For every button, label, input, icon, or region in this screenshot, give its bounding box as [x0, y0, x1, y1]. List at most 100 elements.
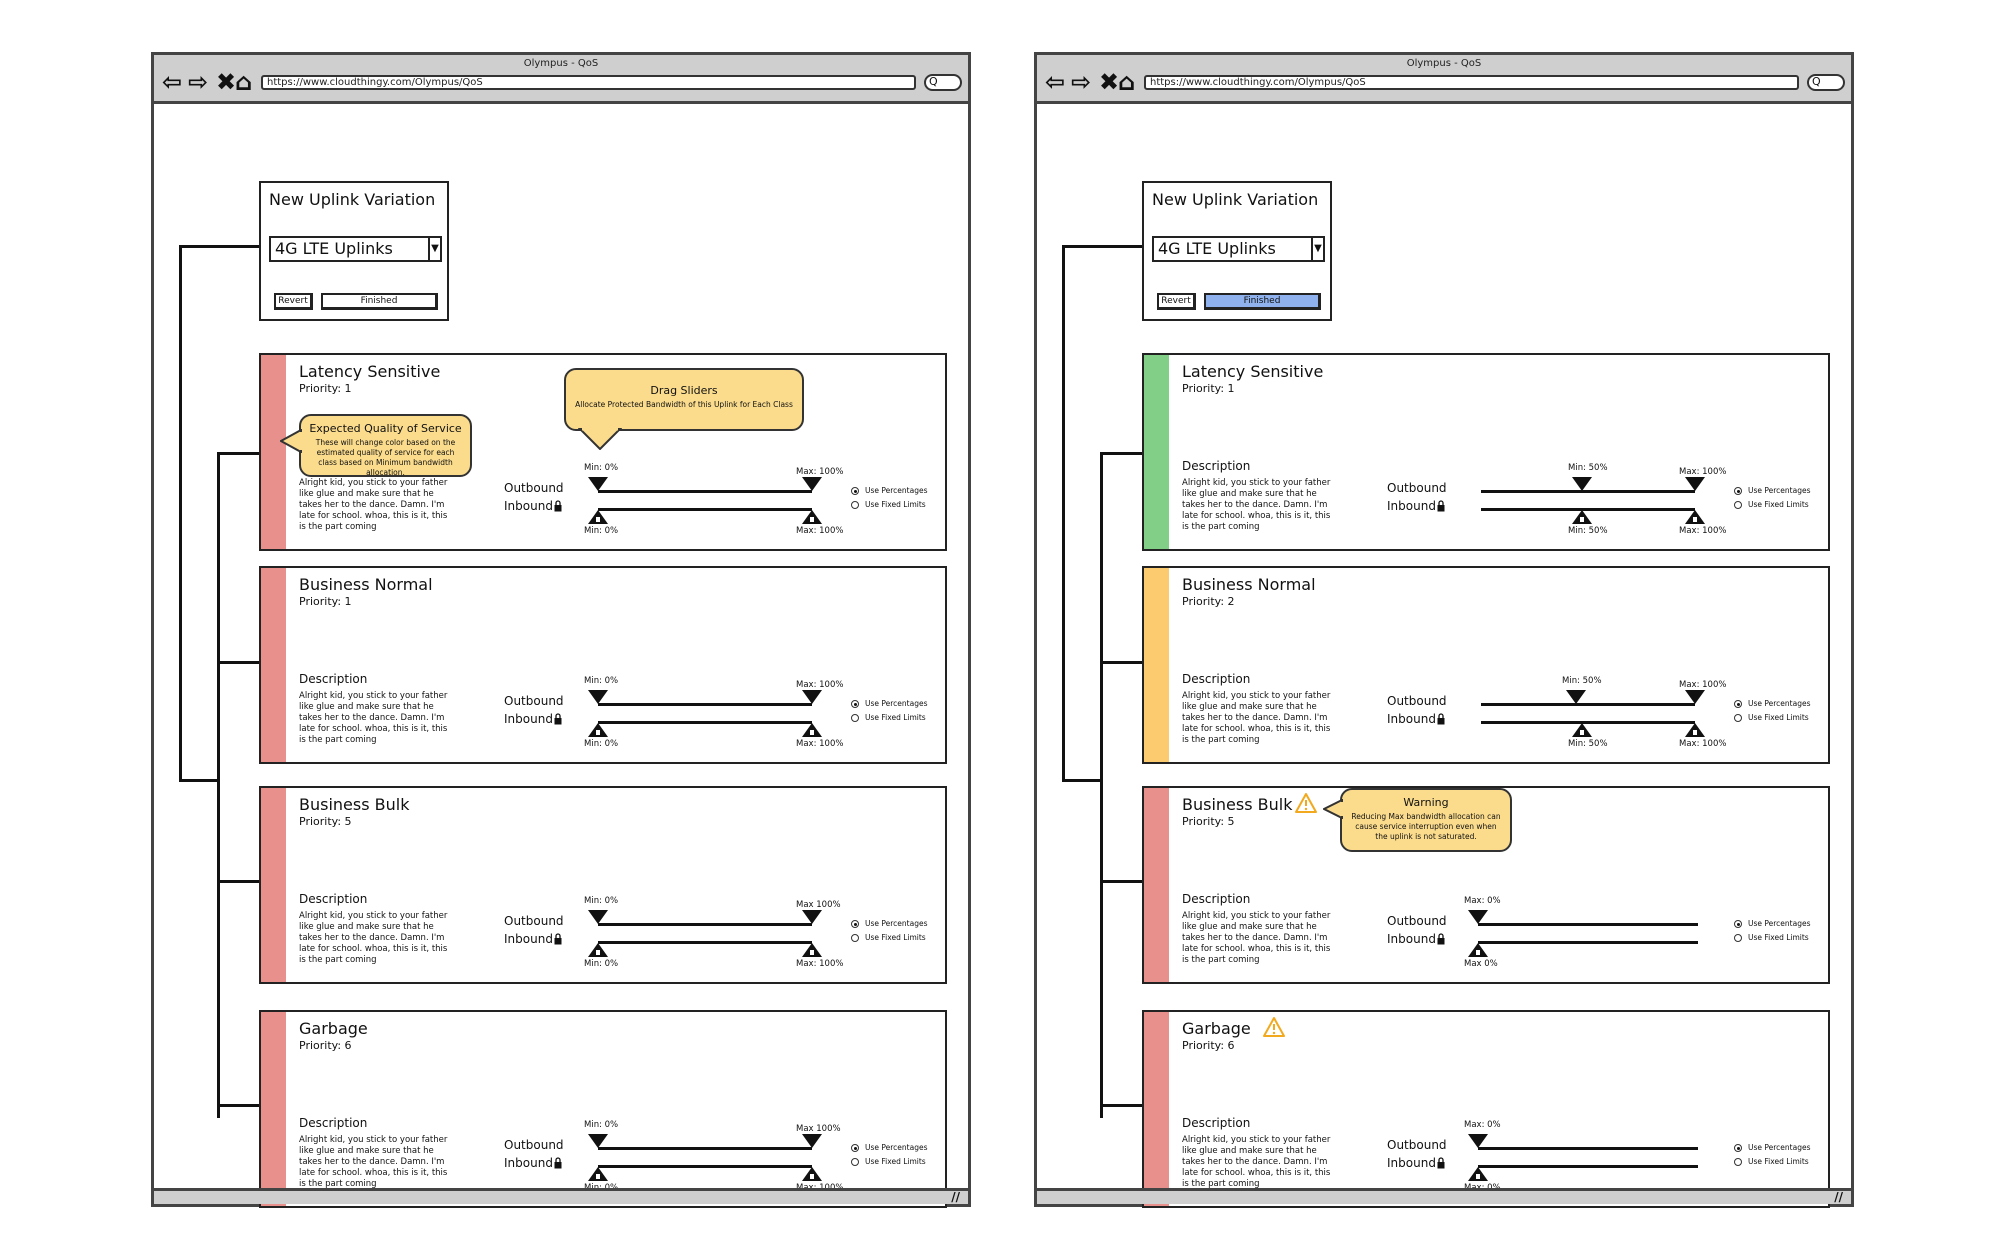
- outbound-min-handle[interactable]: [588, 1134, 608, 1148]
- outbound-slider-track[interactable]: [1478, 1147, 1698, 1150]
- url-bar[interactable]: https://www.cloudthingy.com/Olympus/QoS: [261, 75, 916, 90]
- outbound-min-handle[interactable]: [588, 690, 608, 704]
- outbound-min-handle[interactable]: [1566, 690, 1586, 704]
- forward-arrow-icon[interactable]: ⇨: [188, 68, 209, 96]
- outbound-max-handle[interactable]: [1468, 910, 1488, 924]
- outbound-min-handle[interactable]: [1572, 477, 1592, 491]
- use-fixed-limits-option[interactable]: Use Fixed Limits: [851, 933, 926, 942]
- inbound-max-handle[interactable]: [802, 510, 822, 524]
- radio-empty-icon[interactable]: [851, 1158, 859, 1166]
- outbound-max-handle[interactable]: [802, 477, 822, 491]
- inbound-max-handle[interactable]: [802, 723, 822, 737]
- resize-handle-icon[interactable]: //: [1834, 1190, 1843, 1204]
- outbound-slider-track[interactable]: [598, 490, 812, 493]
- outbound-max-handle[interactable]: [802, 1134, 822, 1148]
- uplink-select[interactable]: 4G LTE Uplinks ▼: [1152, 236, 1325, 262]
- close-x-icon[interactable]: ✖: [216, 68, 237, 96]
- radio-selected-icon[interactable]: [851, 487, 859, 495]
- inbound-min-handle[interactable]: [1572, 510, 1592, 524]
- outbound-slider-track[interactable]: [1478, 923, 1698, 926]
- radio-empty-icon[interactable]: [1734, 934, 1742, 942]
- outbound-max-handle[interactable]: [1685, 690, 1705, 704]
- outbound-slider-track[interactable]: [598, 923, 812, 926]
- inbound-slider-track[interactable]: [598, 941, 812, 944]
- home-icon[interactable]: ⌂: [1118, 68, 1136, 96]
- inbound-slider-track[interactable]: [598, 508, 812, 511]
- radio-selected-icon[interactable]: [851, 1144, 859, 1152]
- dropdown-arrow-icon[interactable]: ▼: [428, 238, 440, 260]
- radio-selected-icon[interactable]: [1734, 700, 1742, 708]
- search-field[interactable]: Q: [924, 74, 962, 91]
- tree-connector-branch: [179, 779, 219, 782]
- home-icon[interactable]: ⌂: [235, 68, 253, 96]
- use-percentages-option[interactable]: Use Percentages: [1734, 919, 1811, 928]
- radio-selected-icon[interactable]: [1734, 487, 1742, 495]
- inbound-slider-track[interactable]: [1481, 508, 1695, 511]
- use-percentages-option[interactable]: Use Percentages: [851, 1143, 928, 1152]
- inbound-max-handle[interactable]: [802, 943, 822, 957]
- outbound-max-handle[interactable]: [802, 690, 822, 704]
- outbound-slider-track[interactable]: [598, 703, 812, 706]
- inbound-max-handle[interactable]: [1468, 1167, 1488, 1181]
- radio-selected-icon[interactable]: [851, 920, 859, 928]
- revert-button[interactable]: Revert: [274, 293, 313, 310]
- use-percentages-option[interactable]: Use Percentages: [1734, 1143, 1811, 1152]
- finished-button[interactable]: Finished: [1204, 293, 1321, 310]
- outbound-slider-track[interactable]: [1481, 490, 1695, 493]
- inbound-min-handle[interactable]: [588, 510, 608, 524]
- inbound-max-handle[interactable]: [1468, 943, 1488, 957]
- forward-arrow-icon[interactable]: ⇨: [1071, 68, 1092, 96]
- inbound-max-handle[interactable]: [802, 1167, 822, 1181]
- inbound-slider-track[interactable]: [1478, 941, 1698, 944]
- uplink-select[interactable]: 4G LTE Uplinks ▼: [269, 236, 442, 262]
- outbound-max-handle[interactable]: [802, 910, 822, 924]
- outbound-max-handle[interactable]: [1468, 1134, 1488, 1148]
- outbound-slider-track[interactable]: [598, 1147, 812, 1150]
- use-percentages-option[interactable]: Use Percentages: [1734, 486, 1811, 495]
- radio-empty-icon[interactable]: [851, 501, 859, 509]
- use-percentages-option[interactable]: Use Percentages: [851, 486, 928, 495]
- inbound-slider-track[interactable]: [1481, 721, 1695, 724]
- radio-empty-icon[interactable]: [851, 714, 859, 722]
- inbound-max-handle[interactable]: [1685, 510, 1705, 524]
- use-fixed-limits-option[interactable]: Use Fixed Limits: [851, 1157, 926, 1166]
- use-percentages-option[interactable]: Use Percentages: [851, 919, 928, 928]
- radio-empty-icon[interactable]: [1734, 1158, 1742, 1166]
- revert-button[interactable]: Revert: [1157, 293, 1196, 310]
- back-arrow-icon[interactable]: ⇦: [162, 68, 183, 96]
- inbound-label: Inbound: [504, 712, 553, 726]
- inbound-min-handle[interactable]: [588, 1167, 608, 1181]
- inbound-slider-track[interactable]: [1478, 1165, 1698, 1168]
- radio-selected-icon[interactable]: [1734, 1144, 1742, 1152]
- use-fixed-limits-option[interactable]: Use Fixed Limits: [851, 713, 926, 722]
- use-fixed-limits-option[interactable]: Use Fixed Limits: [1734, 500, 1809, 509]
- finished-button[interactable]: Finished: [321, 293, 438, 310]
- use-fixed-limits-option[interactable]: Use Fixed Limits: [1734, 713, 1809, 722]
- outbound-max-handle[interactable]: [1685, 477, 1705, 491]
- inbound-min-handle[interactable]: [1572, 723, 1592, 737]
- inbound-min-handle[interactable]: [588, 943, 608, 957]
- radio-empty-icon[interactable]: [851, 934, 859, 942]
- inbound-slider-track[interactable]: [598, 1165, 812, 1168]
- url-bar[interactable]: https://www.cloudthingy.com/Olympus/QoS: [1144, 75, 1799, 90]
- inbound-max-handle[interactable]: [1685, 723, 1705, 737]
- outbound-slider-track[interactable]: [1481, 703, 1695, 706]
- dropdown-arrow-icon[interactable]: ▼: [1311, 238, 1323, 260]
- radio-selected-icon[interactable]: [851, 700, 859, 708]
- radio-empty-icon[interactable]: [1734, 714, 1742, 722]
- use-percentages-option[interactable]: Use Percentages: [851, 699, 928, 708]
- resize-handle-icon[interactable]: //: [951, 1190, 960, 1204]
- use-fixed-limits-option[interactable]: Use Fixed Limits: [851, 500, 926, 509]
- use-fixed-limits-option[interactable]: Use Fixed Limits: [1734, 933, 1809, 942]
- use-percentages-option[interactable]: Use Percentages: [1734, 699, 1811, 708]
- inbound-min-handle[interactable]: [588, 723, 608, 737]
- inbound-slider-track[interactable]: [598, 721, 812, 724]
- close-x-icon[interactable]: ✖: [1099, 68, 1120, 96]
- use-fixed-limits-option[interactable]: Use Fixed Limits: [1734, 1157, 1809, 1166]
- radio-selected-icon[interactable]: [1734, 920, 1742, 928]
- outbound-min-handle[interactable]: [588, 477, 608, 491]
- radio-empty-icon[interactable]: [1734, 501, 1742, 509]
- search-field[interactable]: Q: [1807, 74, 1845, 91]
- back-arrow-icon[interactable]: ⇦: [1045, 68, 1066, 96]
- outbound-min-handle[interactable]: [588, 910, 608, 924]
